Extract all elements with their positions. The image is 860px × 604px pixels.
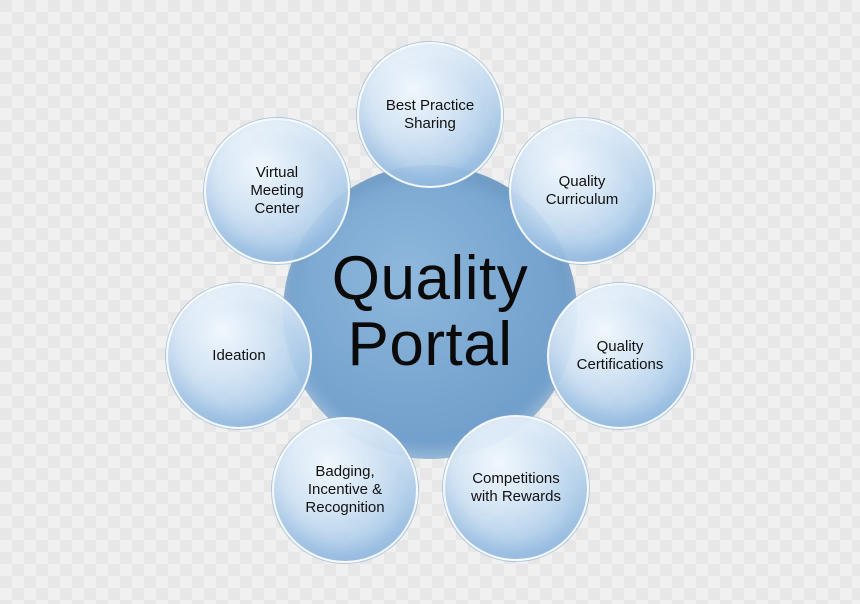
satellite-label: Best Practice Sharing (376, 97, 484, 133)
label-line: Best Practice (385, 97, 475, 114)
satellite-label: Competitions with Rewards (461, 470, 571, 506)
satellite-quality-curriculum: Quality Curriculum (509, 118, 655, 264)
label-line: with Rewards (470, 488, 562, 505)
satellite-badging-incentive-recognition: Badging, Incentive & Recognition (272, 417, 418, 563)
satellite-best-practice-sharing: Best Practice Sharing (357, 42, 503, 188)
satellite-virtual-meeting-center: Virtual Meeting Center (204, 118, 350, 264)
label-line: Quality (596, 338, 644, 355)
satellite-competitions-with-rewards: Competitions with Rewards (443, 415, 589, 561)
satellite-label: Badging, Incentive & Recognition (295, 463, 394, 517)
satellite-ideation: Ideation (166, 283, 312, 429)
label-line: Meeting (250, 182, 304, 199)
label-line: Quality (558, 173, 606, 190)
satellite-label: Virtual Meeting Center (240, 164, 313, 218)
center-title-line-2: Portal (347, 310, 513, 379)
satellite-label: Quality Certifications (567, 338, 674, 374)
label-line: Competitions (472, 470, 560, 487)
label-line: Certifications (576, 356, 664, 373)
label-line: Sharing (404, 115, 456, 132)
satellite-quality-certifications: Quality Certifications (547, 283, 693, 429)
label-line: Incentive & (307, 481, 383, 498)
label-line: Badging, (315, 463, 375, 480)
center-title-line-1: Quality (331, 244, 529, 313)
satellite-label: Quality Curriculum (536, 173, 629, 209)
label-line: Curriculum (545, 191, 619, 208)
label-line: Ideation (212, 347, 266, 364)
label-line: Recognition (305, 499, 385, 516)
label-line: Virtual (255, 164, 299, 181)
label-line: Center (254, 200, 300, 217)
satellite-label: Ideation (202, 347, 275, 365)
